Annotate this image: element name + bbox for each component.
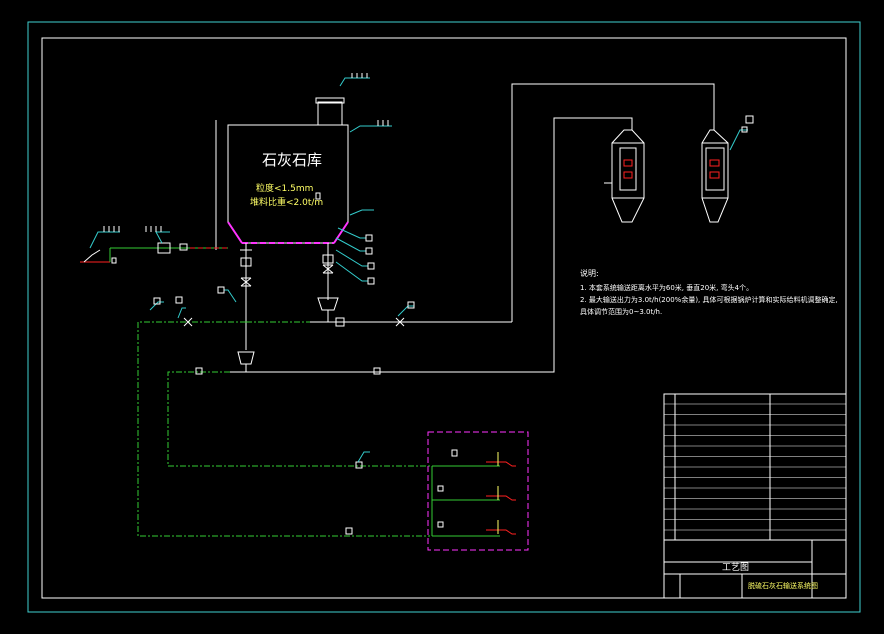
notes-line-3: 具体调节范围为0~3.0t/h. bbox=[580, 307, 662, 316]
outer-frame bbox=[27, 21, 861, 613]
left-discharge bbox=[217, 243, 260, 373]
notes-line-2: 2. 最大输送出力为3.0t/h(200%余量), 具体可根据锅炉计算和实际给料… bbox=[580, 295, 838, 304]
notes-line-1: 1. 本套系统输送距离水平为60米, 垂直20米, 弯头4个。 bbox=[580, 283, 753, 292]
silo-spec-density: 堆料比重<2.0t/m bbox=[250, 196, 323, 208]
transport-lines bbox=[260, 83, 715, 375]
notes: 说明: 1. 本套系统输送距离水平为60米, 垂直20米, 弯头4个。 2. 最… bbox=[580, 268, 838, 316]
air-supply-box bbox=[427, 431, 529, 551]
air-lines bbox=[137, 296, 430, 537]
silo-spec-particle: 粒度<1.5mm bbox=[256, 182, 313, 194]
bin-2 bbox=[701, 115, 754, 223]
inner-frame bbox=[41, 37, 847, 599]
limestone-silo: 石灰石库 粒度<1.5mm 堆料比重<2.0t/m bbox=[215, 73, 392, 285]
silo-top-filter bbox=[317, 101, 343, 126]
aeration-line bbox=[80, 226, 228, 264]
title-block-drawing-name: 脱硫石灰石输送系统图 bbox=[748, 581, 818, 590]
notes-heading: 说明: bbox=[580, 268, 599, 278]
title-block: 工艺图 脱硫石灰石输送系统图 bbox=[663, 393, 847, 599]
right-discharge bbox=[310, 243, 512, 327]
silo-title: 石灰石库 bbox=[262, 151, 322, 169]
title-block-drawing-type: 工艺图 bbox=[722, 562, 749, 573]
bin-1 bbox=[604, 129, 645, 223]
